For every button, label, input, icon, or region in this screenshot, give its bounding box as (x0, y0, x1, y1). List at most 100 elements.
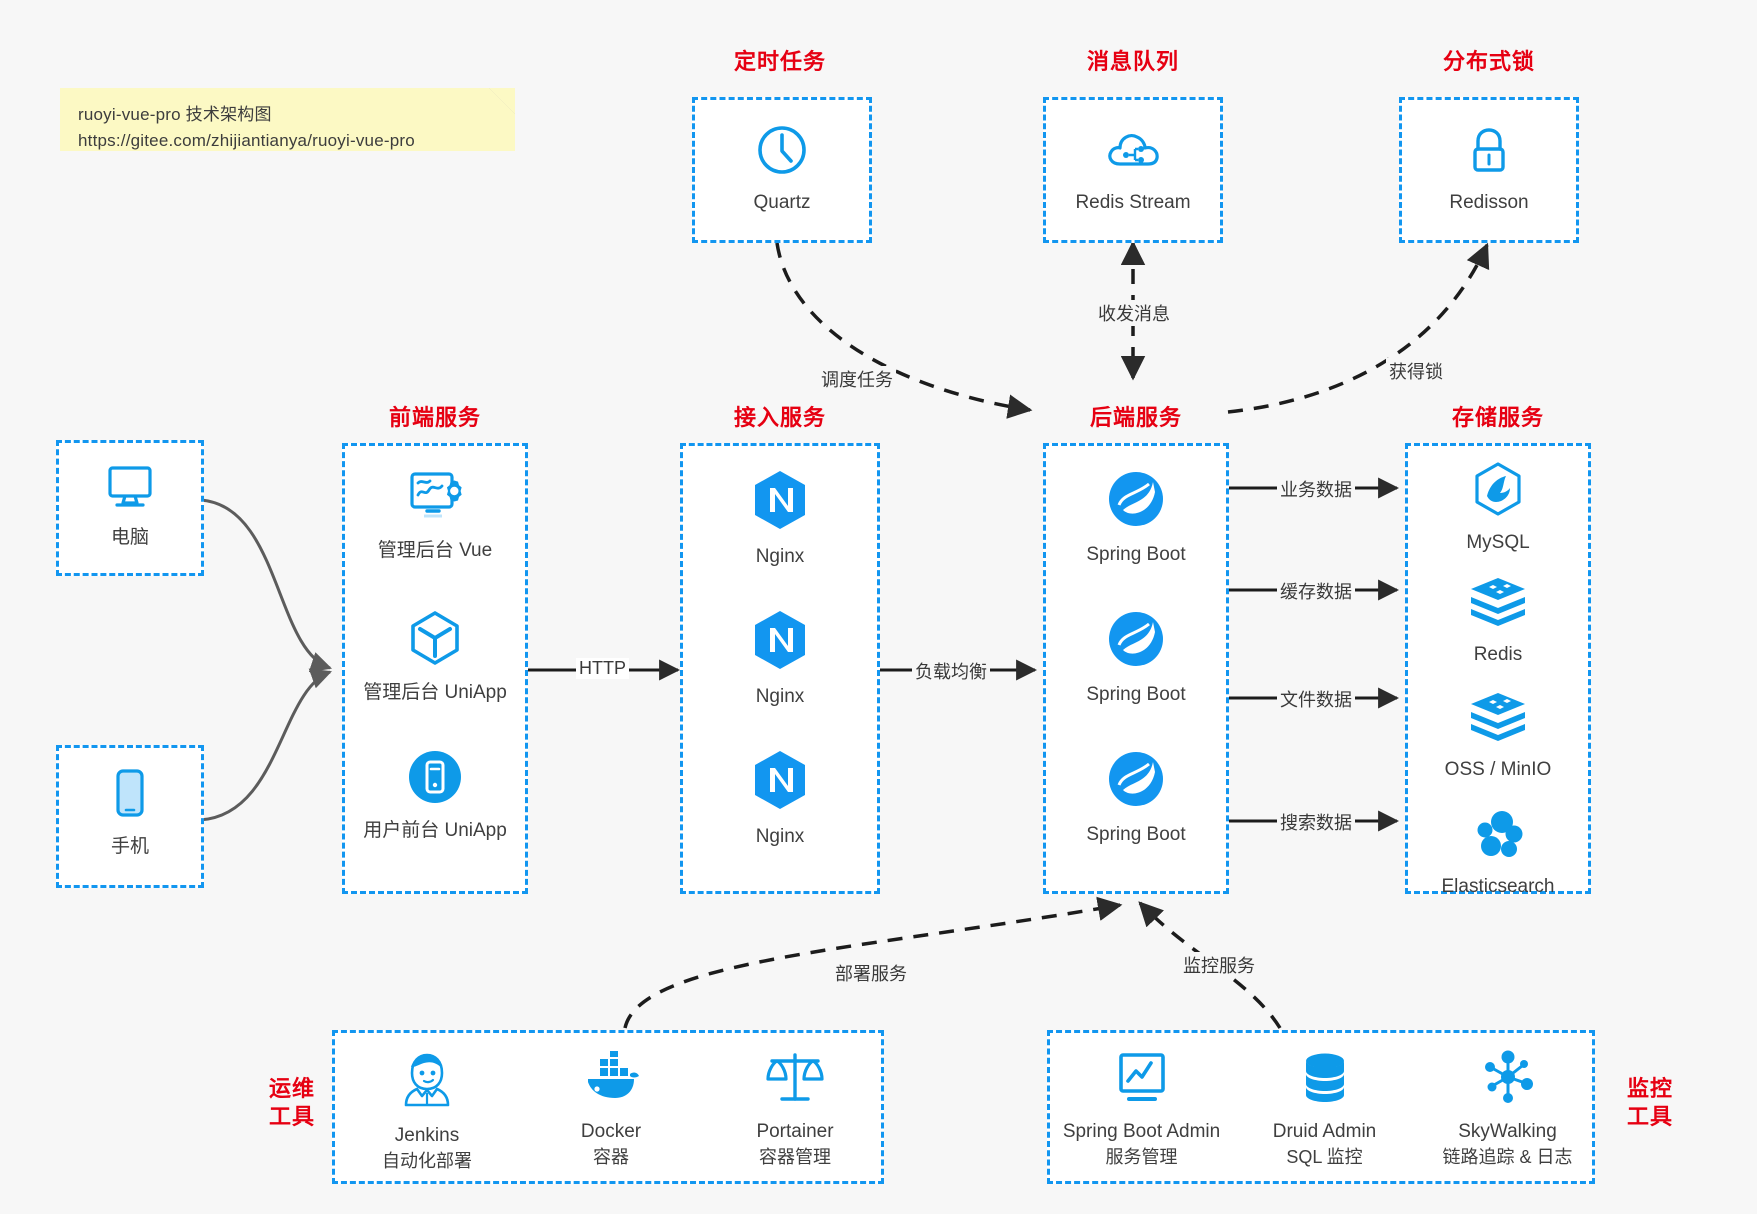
mobile-app-icon (345, 748, 525, 811)
spring-boot-icon (1046, 608, 1226, 675)
node-jenkins[interactable]: Jenkins 自动化部署 (335, 1049, 519, 1173)
node-label: Docker (580, 1121, 642, 1142)
node-quartz[interactable]: Quartz (695, 122, 869, 216)
group-box-lock: Redisson (1399, 97, 1579, 243)
group-title-lock: 分布式锁 (1442, 49, 1535, 74)
node-user-uniapp[interactable]: 用户前台 UniApp (345, 748, 525, 844)
node-computer[interactable]: 电脑 (59, 461, 201, 551)
edge-label-http: HTTP (576, 658, 629, 679)
desktop-monitor-icon (59, 461, 201, 518)
node-portainer[interactable]: Portainer 容器管理 (703, 1049, 887, 1169)
node-admin-uniapp[interactable]: 管理后台 UniApp (345, 608, 525, 706)
node-sublabel: 自动化部署 (382, 1150, 472, 1171)
node-nginx-1[interactable]: Nginx (683, 468, 877, 570)
note-line-title: ruoyi-vue-pro 技术架构图 (78, 105, 272, 124)
group-title-scheduler: 定时任务 (733, 49, 826, 74)
group-title-frontend: 前端服务 (388, 405, 481, 430)
node-spring-boot-admin[interactable]: Spring Boot Admin 服务管理 (1050, 1049, 1233, 1169)
edge-label-business-data: 业务数据 (1277, 476, 1355, 502)
mysql-dolphin-icon (1408, 460, 1588, 523)
spring-boot-icon (1046, 468, 1226, 535)
group-box-mq: Redis Stream (1043, 97, 1223, 243)
node-spring-boot-3[interactable]: Spring Boot (1046, 748, 1226, 848)
spring-boot-icon (1046, 748, 1226, 815)
clock-icon (695, 122, 869, 183)
ops-title-line2: 工具 (268, 1103, 315, 1129)
node-nginx-3[interactable]: Nginx (683, 748, 877, 850)
node-phone[interactable]: 手机 (59, 766, 201, 860)
node-label: 用户前台 UniApp (363, 820, 507, 841)
group-title-monitor: 监控 工具 (1610, 1075, 1690, 1130)
node-nginx-2[interactable]: Nginx (683, 608, 877, 710)
node-elasticsearch[interactable]: Elasticsearch (1408, 806, 1588, 900)
group-title-gateway: 接入服务 (733, 405, 826, 430)
group-title-backend: 后端服务 (1089, 405, 1182, 430)
group-box-gateway: Nginx Nginx Nginx (680, 443, 880, 894)
group-box-phone: 手机 (56, 745, 204, 888)
node-label: Portainer (756, 1121, 834, 1142)
node-redis[interactable]: Redis (1408, 576, 1588, 668)
monitor-title-line2: 工具 (1626, 1103, 1673, 1129)
nginx-icon (683, 748, 877, 817)
group-box-ops: Jenkins 自动化部署 (332, 1030, 884, 1184)
node-label: 管理后台 Vue (377, 540, 493, 561)
nginx-icon (683, 468, 877, 537)
docker-whale-icon (519, 1049, 703, 1112)
node-label: Jenkins (394, 1125, 460, 1146)
node-label: Spring Boot (1086, 684, 1186, 705)
jenkins-butler-icon (335, 1049, 519, 1116)
node-redisson[interactable]: Redisson (1402, 122, 1576, 216)
note-line-url: https://gitee.com/zhijiantianya/ruoyi-vu… (78, 131, 415, 151)
node-label: 手机 (110, 836, 149, 857)
edge-label-schedule-task: 调度任务 (818, 366, 896, 392)
edge-label-cache-data: 缓存数据 (1277, 578, 1355, 604)
node-label: SkyWalking (1458, 1121, 1557, 1142)
skywalking-nodes-icon (1416, 1049, 1599, 1112)
node-label: Redisson (1449, 192, 1529, 213)
node-spring-boot-1[interactable]: Spring Boot (1046, 468, 1226, 568)
node-druid-admin[interactable]: Druid Admin SQL 监控 (1233, 1049, 1416, 1169)
node-label: Nginx (755, 686, 805, 707)
cloud-stream-icon (1046, 122, 1220, 183)
database-stack-icon (1233, 1049, 1416, 1112)
edge-label-deploy-service: 部署服务 (832, 960, 910, 986)
node-sublabel: 容器 (593, 1146, 629, 1167)
node-skywalking[interactable]: SkyWalking 链路追踪 & 日志 (1416, 1049, 1599, 1169)
node-sublabel: SQL 监控 (1286, 1146, 1363, 1167)
ops-title-line1: 运维 (268, 1076, 315, 1101)
monitor-title-line1: 监控 (1626, 1076, 1673, 1101)
node-sublabel: 容器管理 (759, 1146, 831, 1167)
edge-label-file-data: 文件数据 (1277, 686, 1355, 712)
edge-label-search-data: 搜索数据 (1277, 809, 1355, 835)
node-label: Elasticsearch (1441, 876, 1555, 897)
group-box-backend: Spring Boot Spring Boot Spring Boot (1043, 443, 1229, 894)
node-label: MySQL (1466, 532, 1530, 553)
group-box-computer: 电脑 (56, 440, 204, 576)
node-oss-minio[interactable]: OSS / MinIO (1408, 691, 1588, 783)
node-label: Druid Admin (1272, 1121, 1377, 1142)
cube-icon (345, 608, 525, 673)
nginx-icon (683, 608, 877, 677)
node-spring-boot-2[interactable]: Spring Boot (1046, 608, 1226, 708)
note-fold-paper (489, 88, 515, 114)
node-admin-vue[interactable]: 管理后台 Vue (345, 468, 525, 564)
node-label: 电脑 (110, 527, 149, 548)
node-sublabel: 链路追踪 & 日志 (1442, 1146, 1573, 1167)
edge-label-monitor-service: 监控服务 (1180, 952, 1258, 978)
node-docker[interactable]: Docker 容器 (519, 1049, 703, 1169)
edge-label-load-balance: 负载均衡 (912, 658, 990, 684)
group-box-scheduler: Quartz (692, 97, 872, 243)
node-redis-stream[interactable]: Redis Stream (1046, 122, 1220, 216)
node-label: Spring Boot (1086, 824, 1186, 845)
node-label: Redis Stream (1075, 192, 1191, 213)
node-mysql[interactable]: MySQL (1408, 460, 1588, 556)
node-label: 管理后台 UniApp (363, 682, 507, 703)
node-sublabel: 服务管理 (1105, 1146, 1178, 1167)
edge-label-acquire-lock: 获得锁 (1386, 358, 1446, 384)
elasticsearch-icon (1408, 806, 1588, 867)
monitor-chart-icon (1050, 1049, 1233, 1112)
node-label: Spring Boot Admin (1062, 1121, 1221, 1142)
group-box-storage: MySQL Redis OSS (1405, 443, 1591, 897)
mobile-phone-icon (59, 766, 201, 827)
